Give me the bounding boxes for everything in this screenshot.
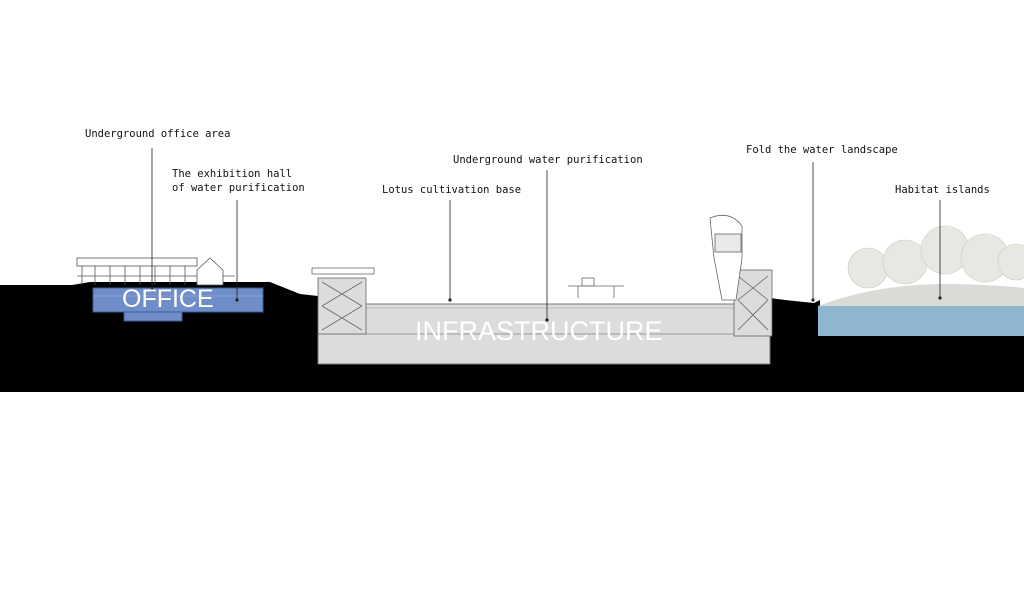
label-exhibition-hall-line2: of water purification [172,182,305,194]
office-pavilion [76,257,235,286]
label-fold-water-landscape: Fold the water landscape [746,144,898,156]
label-exhibition-hall-line1: The exhibition hall [172,168,293,180]
leader-dots [150,288,942,322]
left-stair-tower [311,267,375,335]
label-lotus-cultivation-base: Lotus cultivation base [382,184,522,196]
leader-lines [151,148,941,320]
zone-office-title: OFFICE [122,285,214,313]
label-underground-office-area: Underground office area [85,128,231,140]
right-stair-tower [733,269,773,337]
lotus-water [369,297,719,303]
label-habitat-islands: Habitat islands [895,184,990,196]
deck-canopy [568,277,624,298]
zone-infrastructure-title: INFRASTRUCTURE [415,316,663,346]
office-building [92,287,264,322]
observation-tower [709,214,743,301]
label-underground-water-purification: Underground water purification [453,154,643,166]
habitat-island [818,225,1024,336]
